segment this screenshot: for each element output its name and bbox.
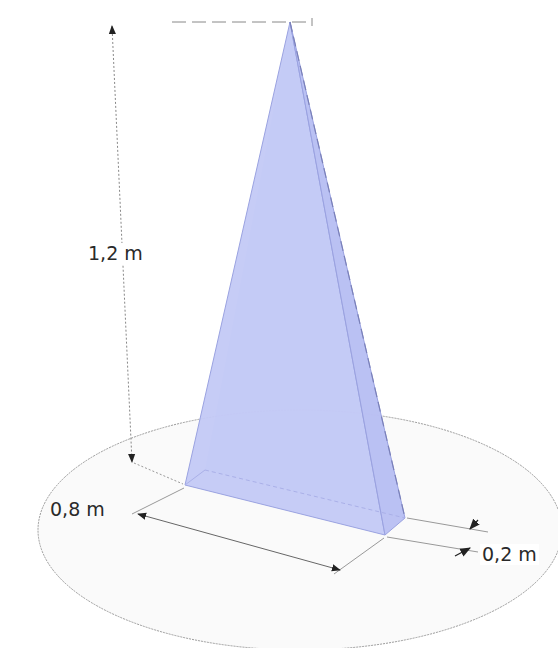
base-edge xyxy=(205,470,405,518)
extension-tick xyxy=(312,18,313,26)
extension-line xyxy=(334,538,384,574)
dimension-label: 0,2 m xyxy=(480,544,539,565)
extension-line xyxy=(134,463,183,484)
hidden-edge xyxy=(290,22,405,518)
base-edge xyxy=(185,470,205,485)
front-face xyxy=(185,22,385,535)
extension-line xyxy=(387,537,478,552)
dimension-label: 1,2 m xyxy=(86,243,145,264)
dimension-line xyxy=(138,514,340,570)
dimension-arrow xyxy=(455,548,470,556)
extension-line xyxy=(132,488,184,514)
dimension-label: 0,8 m xyxy=(48,499,107,520)
extension-line xyxy=(407,518,488,532)
extension-line xyxy=(172,22,312,23)
side-face xyxy=(290,22,405,535)
dimension-arrow xyxy=(470,520,478,529)
